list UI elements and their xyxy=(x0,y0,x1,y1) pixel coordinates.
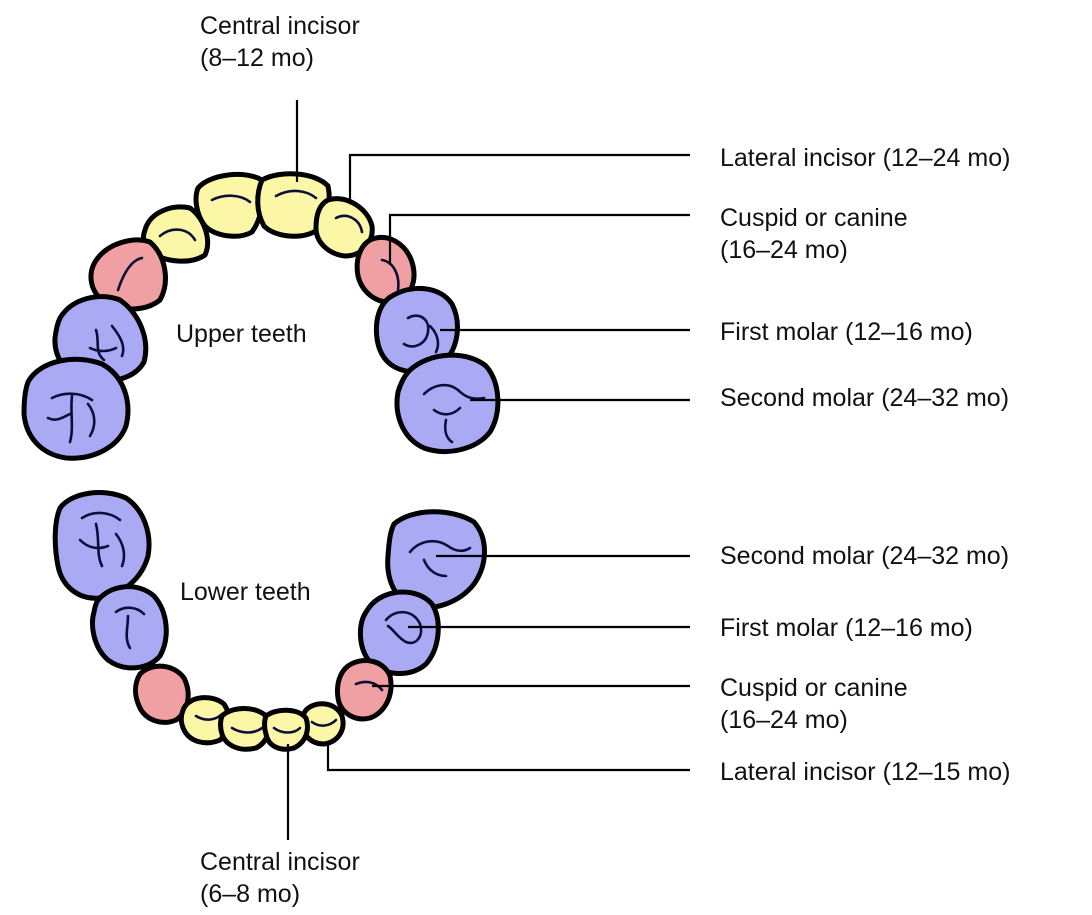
leader-upper-lateral-incisor xyxy=(350,155,690,200)
lower-second-molar-label: Second molar (24–32 mo) xyxy=(720,540,1009,572)
upper-second-molar-left xyxy=(24,359,128,458)
upper-central-incisor-age: (8–12 mo) xyxy=(200,42,360,74)
lower-central-incisor-right xyxy=(265,710,308,749)
upper-canine-label: Cuspid or canine (16–24 mo) xyxy=(720,202,908,266)
upper-central-incisor-name: Central incisor xyxy=(200,10,360,42)
lower-teeth-title: Lower teeth xyxy=(180,576,311,608)
upper-canine-name: Cuspid or canine xyxy=(720,202,908,234)
upper-central-incisor-label: Central incisor (8–12 mo) xyxy=(200,10,360,74)
upper-first-molar-label: First molar (12–16 mo) xyxy=(720,316,973,348)
upper-second-molar-label: Second molar (24–32 mo) xyxy=(720,382,1009,414)
lower-arch xyxy=(55,493,484,750)
lower-first-molar-left xyxy=(93,587,167,668)
lower-canine-name: Cuspid or canine xyxy=(720,672,908,704)
leader-upper-canine xyxy=(390,215,690,265)
upper-lateral-incisor-label: Lateral incisor (12–24 mo) xyxy=(720,142,1010,174)
lower-canine-age: (16–24 mo) xyxy=(720,704,908,736)
lower-second-molar-left xyxy=(55,493,149,599)
lower-central-incisor-label: Central incisor (6–8 mo) xyxy=(200,846,360,910)
upper-teeth-title: Upper teeth xyxy=(176,318,307,350)
upper-arch xyxy=(24,174,498,458)
lower-lateral-incisor-label: Lateral incisor (12–15 mo) xyxy=(720,756,1010,788)
lower-central-incisor-name: Central incisor xyxy=(200,846,360,878)
lower-central-incisor-age: (6–8 mo) xyxy=(200,878,360,910)
lower-first-molar-label: First molar (12–16 mo) xyxy=(720,612,973,644)
leader-lower-lateral-incisor xyxy=(328,744,690,770)
lower-canine-label: Cuspid or canine (16–24 mo) xyxy=(720,672,908,736)
upper-canine-age: (16–24 mo) xyxy=(720,234,908,266)
